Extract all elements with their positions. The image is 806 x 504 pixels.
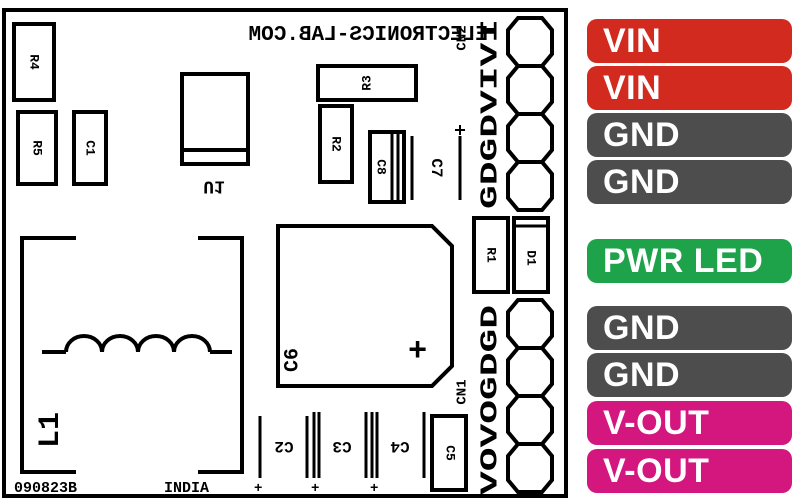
c2-plus: + <box>254 481 262 497</box>
c6-plus: + <box>408 333 427 370</box>
pin-label-gnd-4: GND <box>587 353 792 397</box>
cn2-label: CN2 <box>455 25 471 50</box>
pin-label-gnd-2: GND <box>587 160 792 204</box>
c1-label: C1 <box>83 140 98 156</box>
pin-label-vin-2: VIN <box>587 66 792 110</box>
pin-label-vout-2: V-OUT <box>587 449 792 493</box>
c4-plus: + <box>370 481 378 497</box>
c4-label: C4 <box>390 437 410 455</box>
website-text: ELECTRONICS-LAB.COM <box>249 24 488 47</box>
d1-label: D1 <box>524 250 539 266</box>
capacitor-c7 <box>410 125 465 200</box>
pin-label-pwr-led: PWR LED <box>587 239 792 283</box>
capacitor-c5 <box>430 414 468 492</box>
pin-cn2-4 <box>506 160 554 212</box>
pin-label-gnd-1: GND <box>587 113 792 157</box>
pcb-silkscreen: ELECTRONICS-LAB.COM R4 U1 R3 R5 C1 R2 C8 <box>2 8 568 498</box>
r5-label: R5 <box>30 140 45 156</box>
pin-label-gnd-3: GND <box>587 306 792 350</box>
c3-label: C3 <box>332 437 351 455</box>
regulator-u1 <box>180 72 250 166</box>
c6-label: C6 <box>281 348 304 372</box>
capacitor-c1 <box>72 110 108 186</box>
resistor-r2 <box>318 104 354 184</box>
pin-text-top: GDGDVIVI <box>477 19 504 209</box>
capacitor-c2 <box>258 416 309 478</box>
board-country: INDIA <box>164 480 209 497</box>
r1-label: R1 <box>484 247 499 263</box>
r2-label: R2 <box>329 136 344 152</box>
pin-text-bottom: VOVOGDGD <box>477 305 504 495</box>
resistor-r3 <box>316 64 418 102</box>
c3-plus: + <box>311 481 319 497</box>
capacitor-c3 <box>312 412 368 478</box>
board-code: 090823B <box>14 480 77 497</box>
c5-label: C5 <box>443 445 458 461</box>
connector-pins <box>506 16 554 494</box>
c7-label: C7 <box>427 158 445 177</box>
c8-label: C8 <box>374 159 389 175</box>
r3-label: R3 <box>359 75 374 91</box>
resistor-r5 <box>16 110 58 186</box>
pin-cn1-4 <box>506 442 554 494</box>
pin-label-vout-1: V-OUT <box>587 401 792 445</box>
capacitor-c8 <box>368 130 406 204</box>
capacitor-c4 <box>370 412 426 478</box>
resistor-r1 <box>472 216 510 294</box>
u1-label: U1 <box>203 175 225 195</box>
capacitor-c6 <box>276 224 454 388</box>
c2-label: C2 <box>274 437 293 455</box>
diode-d1 <box>512 216 550 294</box>
pin-label-vin-1: VIN <box>587 19 792 63</box>
inductor-l1 <box>20 236 244 474</box>
r4-label: R4 <box>27 54 42 70</box>
resistor-r4 <box>12 22 56 102</box>
cn1-label: CN1 <box>455 379 471 404</box>
l1-label: L1 <box>34 412 68 448</box>
